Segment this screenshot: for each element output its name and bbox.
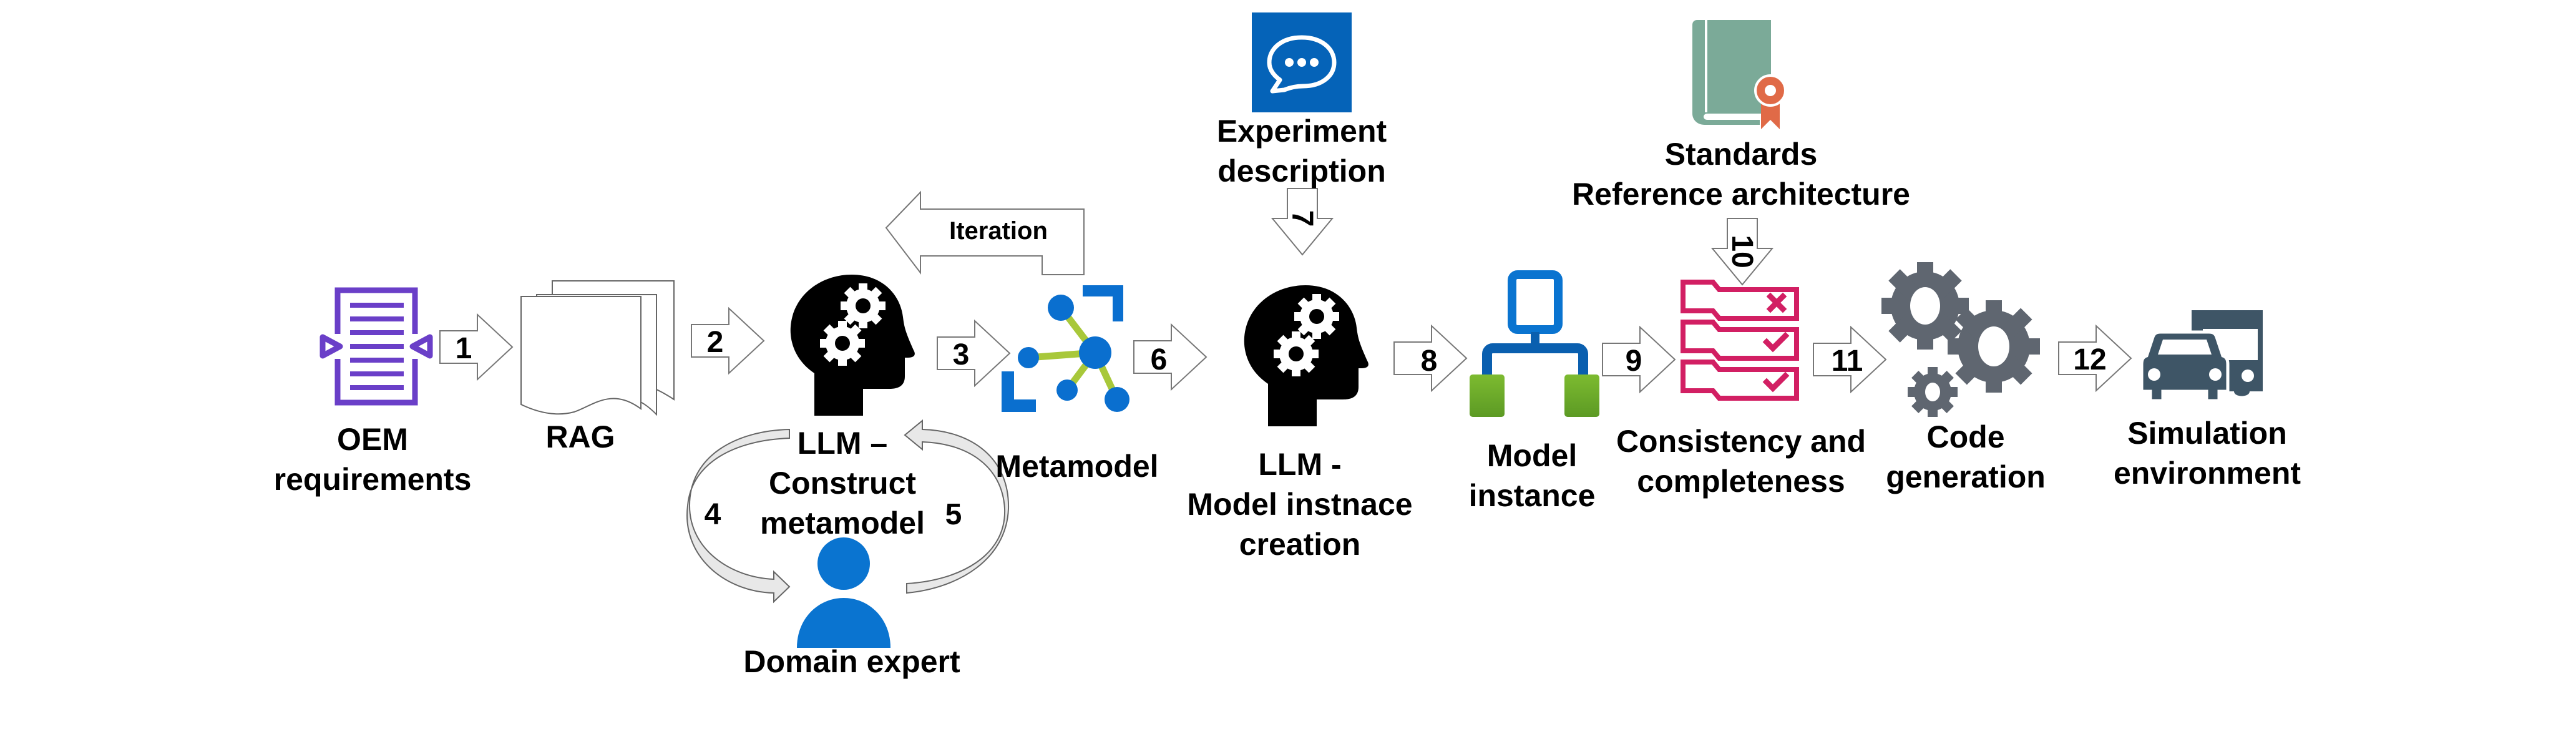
label-line: Domain expert <box>743 644 960 679</box>
step-arrow-11: 11 <box>1813 325 1887 394</box>
label-line: completeness <box>1637 464 1845 499</box>
vehicles-icon <box>2140 310 2263 403</box>
step-arrow-3: 3 <box>937 319 1011 388</box>
label-line: LLM - <box>1258 447 1342 482</box>
head-gears-icon <box>790 275 915 416</box>
label-line: Standards <box>1664 137 1818 172</box>
checklist-icon <box>1681 280 1799 401</box>
iteration-label: Iteration <box>949 217 1048 245</box>
node-label-experiment: Experiment description <box>1217 111 1387 191</box>
person-icon <box>797 537 890 648</box>
step-arrow-10: 10 <box>1710 218 1774 286</box>
node-label-oem: OEM requirements <box>274 419 472 499</box>
node-label-simulation: Simulation environment <box>2114 413 2301 493</box>
iteration-arrow: Iteration <box>885 190 1085 275</box>
step-number: 4 <box>705 498 721 531</box>
step-number: 9 <box>1626 345 1642 378</box>
step-arrow-9: 9 <box>1602 325 1676 394</box>
label-line: generation <box>1886 459 2046 494</box>
gears-icon <box>1881 262 2040 417</box>
label-line: Construct <box>768 466 917 501</box>
label-line: Experiment <box>1216 114 1387 149</box>
step-number: 6 <box>1151 343 1168 376</box>
node-label-metamodel: Metamodel <box>995 446 1158 486</box>
node-label-llm-construct: LLM – Construct metamodel <box>760 423 925 543</box>
stacked-documents-icon <box>520 280 675 416</box>
label-line: Model <box>1486 438 1578 473</box>
step-number: 12 <box>2073 343 2106 376</box>
label-line: Model instnace <box>1187 487 1413 522</box>
label-line: metamodel <box>760 506 925 541</box>
label-line: Reference architecture <box>1572 177 1910 212</box>
label-line: OEM <box>337 422 408 457</box>
loop-arrow-4: 4 <box>686 428 791 604</box>
node-label-domain-expert: Domain expert <box>743 642 960 682</box>
label-line: RAG <box>545 419 615 454</box>
head-gears-icon <box>1244 285 1368 426</box>
label-line: description <box>1217 154 1386 188</box>
label-line: Simulation <box>2127 416 2287 451</box>
label-line: Code <box>1926 419 2005 454</box>
node-label-codegen: Code generation <box>1886 417 2046 497</box>
step-number: 5 <box>945 498 962 531</box>
document-requirements-icon <box>320 287 433 406</box>
node-label-consistency: Consistency and completeness <box>1616 421 1866 501</box>
label-line: Metamodel <box>995 449 1159 484</box>
network-graph-icon <box>1002 285 1129 412</box>
step-number: 1 <box>456 332 472 365</box>
node-label-llm-instance: LLM - Model instnace creation <box>1187 444 1412 564</box>
step-number: 8 <box>1421 345 1438 378</box>
label-line: requirements <box>273 462 472 497</box>
node-label-rag: RAG <box>545 417 615 457</box>
step-arrow-12: 12 <box>2058 324 2132 393</box>
label-line: LLM – <box>797 426 888 461</box>
label-line: instance <box>1468 478 1596 513</box>
label-line: environment <box>2113 456 2301 491</box>
step-number: 3 <box>953 338 970 371</box>
hierarchy-icon <box>1470 270 1599 417</box>
step-arrow-8: 8 <box>1393 324 1468 393</box>
step-number: 2 <box>707 326 724 359</box>
chat-bubble-icon <box>1252 12 1352 112</box>
step-number: 7 <box>1286 210 1319 227</box>
node-label-standards: Standards Reference architecture <box>1572 134 1910 214</box>
certified-book-icon <box>1692 20 1787 129</box>
step-arrow-6: 6 <box>1133 323 1208 391</box>
label-line: creation <box>1239 527 1361 562</box>
step-number: 11 <box>1832 345 1863 378</box>
step-arrow-7: 7 <box>1271 188 1334 256</box>
label-line: Consistency and <box>1616 424 1866 459</box>
step-arrow-1: 1 <box>439 313 514 381</box>
loop-arrow-5: 5 <box>904 419 1010 594</box>
step-arrow-2: 2 <box>691 306 765 375</box>
step-number: 10 <box>1725 235 1759 268</box>
node-label-model-instance: Model instance <box>1469 436 1596 516</box>
